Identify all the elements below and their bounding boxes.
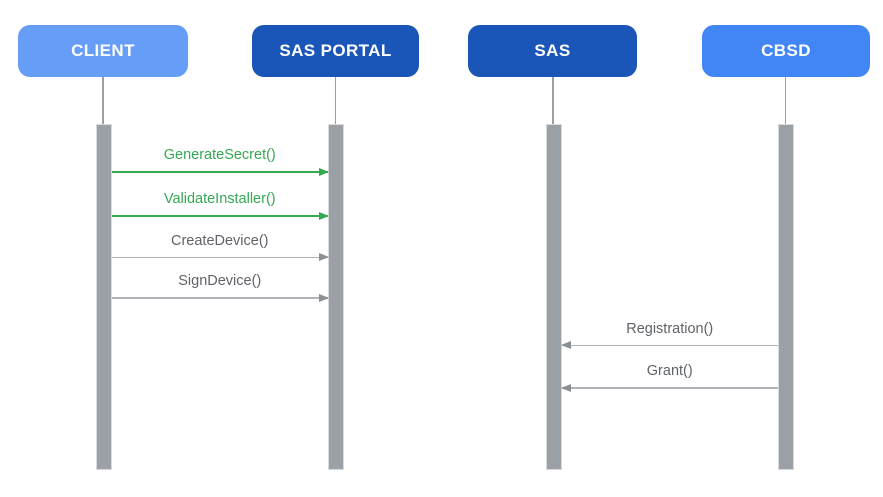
lifeline-cbsd bbox=[784, 77, 787, 124]
message-label: Registration() bbox=[626, 320, 714, 337]
lifeline-sas-portal bbox=[334, 77, 337, 124]
arrow-line bbox=[560, 341, 778, 350]
activation-bar-sas-portal bbox=[328, 124, 344, 470]
message-generate-secret: GenerateSecret() bbox=[111, 146, 329, 176]
arrow-line bbox=[111, 293, 329, 302]
message-label: GenerateSecret() bbox=[163, 147, 276, 163]
actor-cbsd-label: CBSD bbox=[761, 41, 811, 60]
lifeline-sas bbox=[552, 77, 554, 124]
actor-sas: SAS bbox=[468, 25, 637, 77]
activation-bar-client bbox=[95, 124, 112, 470]
actor-client-label: CLIENT bbox=[71, 41, 135, 60]
message-sign-device: SignDevice() bbox=[111, 272, 329, 302]
arrowhead-right-icon bbox=[319, 253, 329, 262]
actor-sas-label: SAS bbox=[534, 41, 571, 60]
actor-client: CLIENT bbox=[18, 25, 188, 77]
message-label: ValidateInstaller() bbox=[163, 191, 276, 207]
message-label: SignDevice() bbox=[178, 273, 262, 289]
lifeline-client bbox=[102, 77, 104, 124]
arrow-line bbox=[111, 212, 329, 220]
arrowhead-right-icon bbox=[319, 168, 329, 176]
message-grant: Grant() bbox=[560, 362, 778, 392]
activation-bar-sas bbox=[545, 124, 562, 470]
actor-cbsd: CBSD bbox=[702, 25, 870, 77]
arrowhead-left-icon bbox=[560, 383, 571, 392]
arrowhead-right-icon bbox=[319, 293, 329, 302]
message-registration: Registration() bbox=[560, 320, 778, 350]
activation-bar-cbsd bbox=[778, 124, 794, 470]
message-label: CreateDevice() bbox=[171, 232, 269, 249]
message-create-device: CreateDevice() bbox=[111, 232, 329, 262]
actor-sas-portal: SAS PORTAL bbox=[252, 25, 419, 77]
arrow-line bbox=[111, 253, 329, 262]
arrow-line bbox=[111, 168, 329, 176]
message-label: Grant() bbox=[646, 363, 693, 379]
actor-sas-portal-label: SAS PORTAL bbox=[279, 41, 392, 60]
arrow-line bbox=[560, 383, 778, 392]
message-validate-installer: ValidateInstaller() bbox=[111, 190, 329, 220]
arrowhead-left-icon bbox=[560, 341, 571, 350]
arrowhead-right-icon bbox=[319, 212, 329, 220]
